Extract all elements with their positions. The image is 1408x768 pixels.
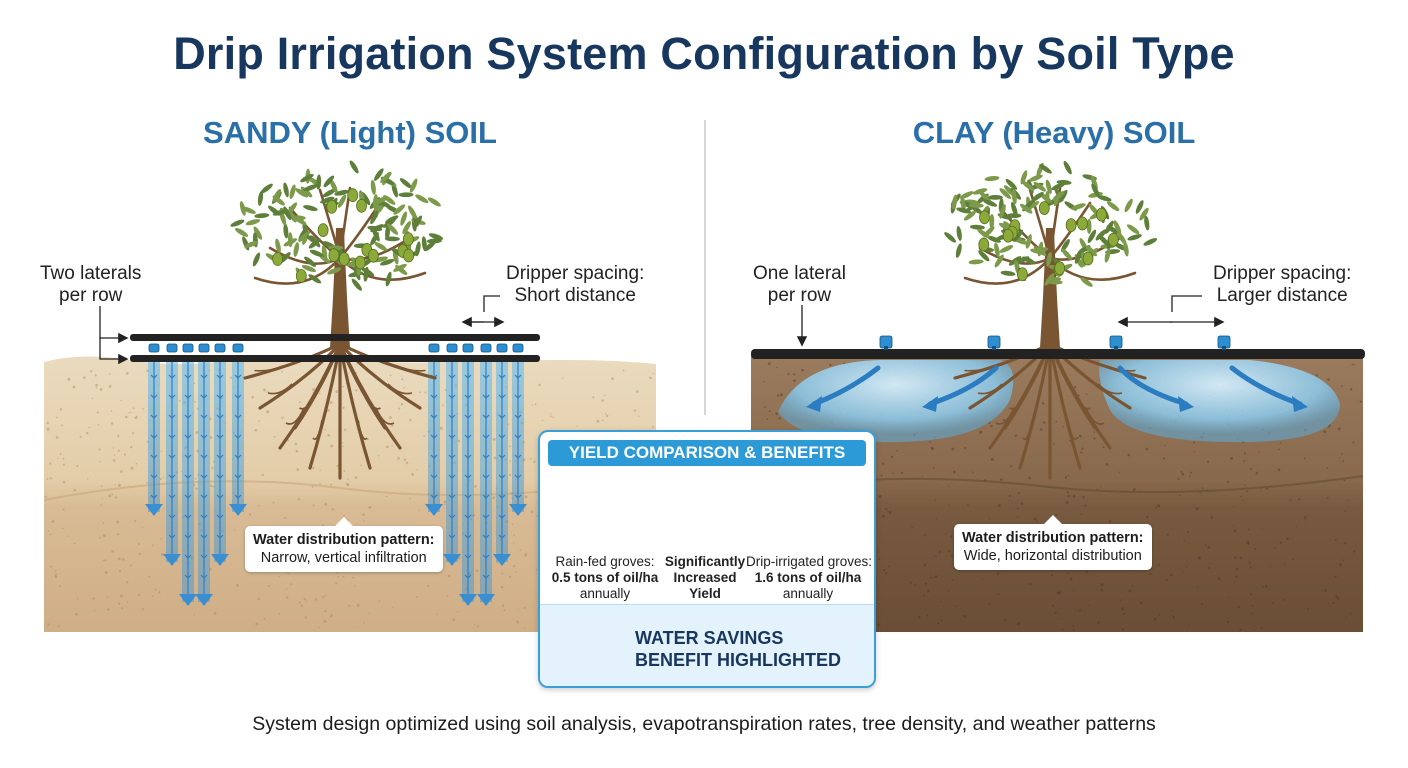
drip-line1: Drip-irrigated groves: (746, 554, 873, 569)
savings-line2: BENEFIT HIGHLIGHTED (635, 650, 841, 670)
clay-heading: CLAY (Heavy) SOIL (912, 115, 1196, 150)
yield-increase-text: Significantly Increased Yield (662, 554, 748, 602)
vertical-water-flow (145, 362, 527, 606)
drippers-clay (879, 335, 1231, 350)
rainfed-stats: Rain-fed groves: 0.5 tons of oil/ha annu… (550, 554, 660, 602)
water-plume-right (1099, 360, 1340, 443)
footer-note: System design optimized using soil analy… (252, 713, 1156, 735)
drip-stats: Drip-irrigated groves: 1.6 tons of oil/h… (746, 554, 873, 602)
sandy-heading: SANDY (Light) SOIL (203, 115, 497, 150)
lateral-pipe-lower (130, 355, 540, 362)
spacing-bracket-clay (1171, 295, 1202, 312)
increase-line3: Yield (689, 586, 721, 601)
sandy-laterals-label: Two laterals per row (40, 263, 141, 307)
clay-pattern-text: Wide, horizontal distribution (963, 548, 1142, 564)
clay-spacing-line1: Dripper spacing: (1213, 263, 1352, 284)
sandy-pattern-title: Water distribution pattern: (253, 532, 435, 548)
increase-line1: Significantly (664, 554, 746, 569)
increase-line2: Increased (673, 570, 737, 585)
sandy-laterals-line1: Two laterals (40, 263, 142, 284)
water-savings-banner: WATER SAVINGS BENEFIT HIGHLIGHTED (540, 604, 874, 686)
lateral-pipe-upper (130, 334, 540, 341)
sandy-laterals-line2: per row (59, 285, 123, 306)
laterals-pointer-upper (99, 306, 129, 344)
clay-laterals-label: One lateral per row (753, 263, 846, 307)
sandy-pattern-callout: Water distribution pattern: Narrow, vert… (245, 517, 443, 572)
clay-laterals-line1: One lateral (753, 263, 846, 284)
plume-arrowheads (806, 396, 1308, 412)
sandy-spacing-label: Dripper spacing: Short distance (506, 263, 644, 307)
savings-line1: WATER SAVINGS (635, 628, 784, 648)
sandy-spacing-line2: Short distance (514, 285, 636, 306)
horizontal-water-flow (778, 360, 1340, 443)
sandy-spacing-line1: Dripper spacing: (506, 263, 645, 284)
clay-pattern-title: Water distribution pattern: (962, 530, 1144, 546)
rainfed-line3: annually (579, 586, 631, 601)
spacing-bracket-sandy (483, 295, 500, 312)
rainfed-line1: Rain-fed groves: (555, 554, 655, 569)
sandy-pattern-text: Narrow, vertical infiltration (260, 550, 427, 566)
page-title: Drip Irrigation System Configuration by … (173, 28, 1235, 79)
clay-spacing-label: Dripper spacing: Larger distance (1213, 263, 1351, 307)
drippers-sandy (148, 343, 524, 353)
clay-spacing-line2: Larger distance (1216, 285, 1348, 306)
water-plume-left (778, 360, 1014, 443)
clay-pattern-callout: Water distribution pattern: Wide, horizo… (954, 515, 1152, 570)
yield-heading: YIELD COMPARISON & BENEFITS (548, 440, 866, 466)
olive-tree-sandy (230, 160, 444, 480)
yield-comparison-box: YIELD COMPARISON & BENEFITS Rain-fed gro… (538, 430, 876, 688)
clay-laterals-line2: per row (767, 285, 832, 306)
laterals-pointer-lower (99, 338, 129, 365)
lateral-pipe-clay (751, 349, 1365, 359)
drip-value: 1.6 tons of oil/ha (754, 570, 862, 585)
rainfed-value: 0.5 tons of oil/ha (551, 570, 659, 585)
drip-line3: annually (782, 586, 834, 601)
water-savings-text: WATER SAVINGS BENEFIT HIGHLIGHTED (635, 627, 841, 671)
